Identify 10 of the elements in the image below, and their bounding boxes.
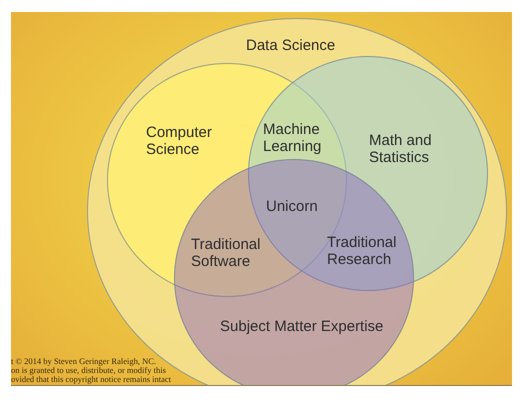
- region-label: Unicorn: [266, 198, 319, 215]
- region-label: Traditional Research: [327, 234, 398, 268]
- circle-label: Data Science: [246, 37, 336, 54]
- copyright-note: t © 2014 by Steven Geringer Raleigh, NC.: [11, 357, 156, 366]
- region-label: Traditional Software: [191, 236, 262, 270]
- circle-label: Computer Science: [146, 124, 213, 158]
- region-label: Machine Learning: [263, 121, 322, 155]
- circle-label: Math and Statistics: [369, 132, 433, 166]
- circle-label: Subject Matter Expertise: [220, 318, 384, 335]
- copyright-note: on is granted to use, distribute, or modify this: [11, 366, 166, 374]
